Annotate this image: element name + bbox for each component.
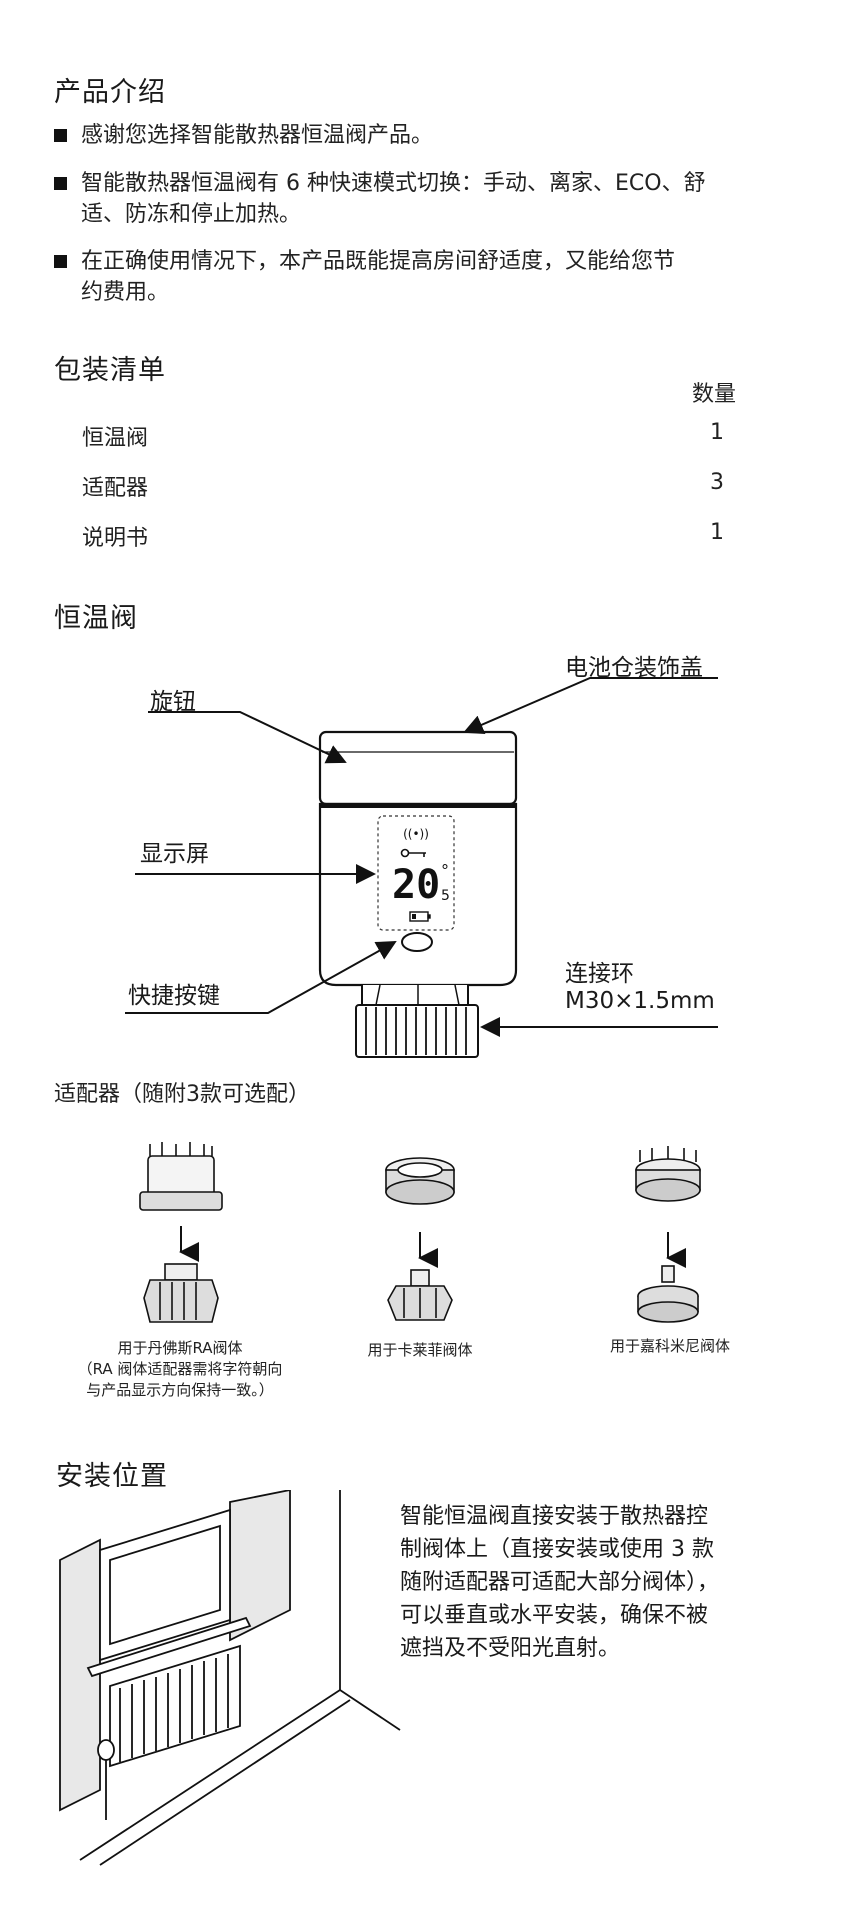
install-title: 安装位置: [56, 1461, 168, 1492]
intro-title: 产品介绍: [54, 77, 166, 108]
packing-title: 包装清单: [54, 355, 166, 386]
label-battery-cover: 电池仓装饰盖: [565, 655, 703, 681]
bullet-text: 在正确使用情况下，本产品既能提高房间舒适度，又能给您节: [81, 249, 676, 274]
label-ring: 连接环: [565, 961, 634, 987]
valve-giacomini-icon: [637, 1265, 699, 1323]
packing-row: 说明书 1: [82, 520, 732, 552]
install-scene-illustration: [59, 1490, 401, 1866]
label-display: 显示屏: [140, 841, 209, 867]
display-frame: [377, 815, 455, 931]
packing-row: 恒温阀 1: [82, 420, 732, 452]
install-line: 随附适配器可适配大部分阀体），: [400, 1570, 720, 1595]
label-knob: 旋钮: [150, 689, 196, 715]
adapter-caption-caleffi: 用于卡莱菲阀体: [367, 1341, 473, 1359]
packing-item-qty: 3: [710, 470, 724, 495]
caption-line: 与产品显示方向保持一致。）: [86, 1381, 274, 1399]
quick-key-shape: [401, 932, 433, 952]
packing-item-name: 说明书: [82, 526, 149, 551]
bullet-text: 适、防冻和停止加热。: [81, 202, 302, 227]
install-line: 制阀体上（直接安装或使用 3 款: [400, 1537, 714, 1562]
adapter-giacomini-icon: [635, 1146, 701, 1202]
bullet-square-icon: [54, 129, 67, 142]
valve-caleffi-icon: [387, 1269, 453, 1321]
install-line: 可以垂直或水平安装，确保不被: [400, 1603, 709, 1628]
bullet-text: 智能散热器恒温阀有 6 种快速模式切换：手动、离家、ECO、舒: [81, 171, 706, 196]
adapters-title: 适配器（随附3款可选配）: [54, 1082, 310, 1107]
adapters-diagram: [139, 1142, 701, 1323]
install-line: 智能恒温阀直接安装于散热器控: [400, 1504, 709, 1529]
adapter-caption-ra: 用于丹佛斯RA阀体 （RA 阀体适配器需将字符朝向 与产品显示方向保持一致。）: [60, 1338, 300, 1401]
adapter-caption-giacomini: 用于嘉科米尼阀体: [609, 1337, 730, 1355]
packing-item-name: 适配器: [82, 476, 149, 501]
ring-knurl: [365, 1007, 467, 1055]
valve-diagram: ((•)) 20 ° 5: [125, 677, 718, 1058]
valve-ra-icon: [143, 1263, 219, 1323]
adapter-ra-icon: [139, 1142, 223, 1211]
bullet-square-icon: [54, 255, 67, 268]
install-description: 智能恒温阀直接安装于散热器控 制阀体上（直接安装或使用 3 款 随附适配器可适配…: [400, 1500, 800, 1665]
packing-item-qty: 1: [710, 520, 724, 545]
display-unit: 5: [441, 888, 450, 904]
battery-cover-leader: [463, 677, 718, 735]
battery-icon: [409, 911, 431, 922]
packing-row: 适配器 3: [82, 470, 732, 502]
caption-line: （RA 阀体适配器需将字符朝向: [77, 1360, 283, 1378]
packing-item-qty: 1: [710, 420, 724, 445]
knob-leader: [148, 711, 347, 764]
packing-item-name: 恒温阀: [82, 426, 149, 451]
bullet-square-icon: [54, 177, 67, 190]
valve-title: 恒温阀: [54, 603, 138, 634]
label-ring-spec: M30×1.5mm: [565, 988, 715, 1014]
intro-bullet-2: 智能散热器恒温阀有 6 种快速模式切换：手动、离家、ECO、舒 适、防冻和停止加…: [54, 168, 804, 230]
bullet-text: 感谢您选择智能散热器恒温阀产品。: [81, 123, 434, 148]
connection-ring: [355, 1004, 479, 1058]
caption-line: 用于丹佛斯RA阀体: [117, 1339, 243, 1357]
signal-icon: ((•)): [403, 827, 429, 841]
thermostat-body: [318, 730, 518, 987]
connector-neck: [361, 984, 469, 1006]
quick-key-leader: [125, 941, 397, 1014]
display-temp: 20: [392, 862, 440, 908]
adapter-caleffi-icon: [385, 1157, 455, 1205]
key-icon: [400, 848, 426, 858]
install-line: 遮挡及不受阳光直射。: [400, 1636, 621, 1661]
intro-bullet-1: 感谢您选择智能散热器恒温阀产品。: [54, 120, 804, 151]
qty-header: 数量: [692, 382, 737, 407]
intro-bullet-3: 在正确使用情况下，本产品既能提高房间舒适度，又能给您节 约费用。: [54, 246, 804, 308]
label-quick-key: 快捷按键: [128, 983, 220, 1009]
display-degree: °: [441, 861, 449, 880]
bullet-text: 约费用。: [81, 280, 170, 305]
